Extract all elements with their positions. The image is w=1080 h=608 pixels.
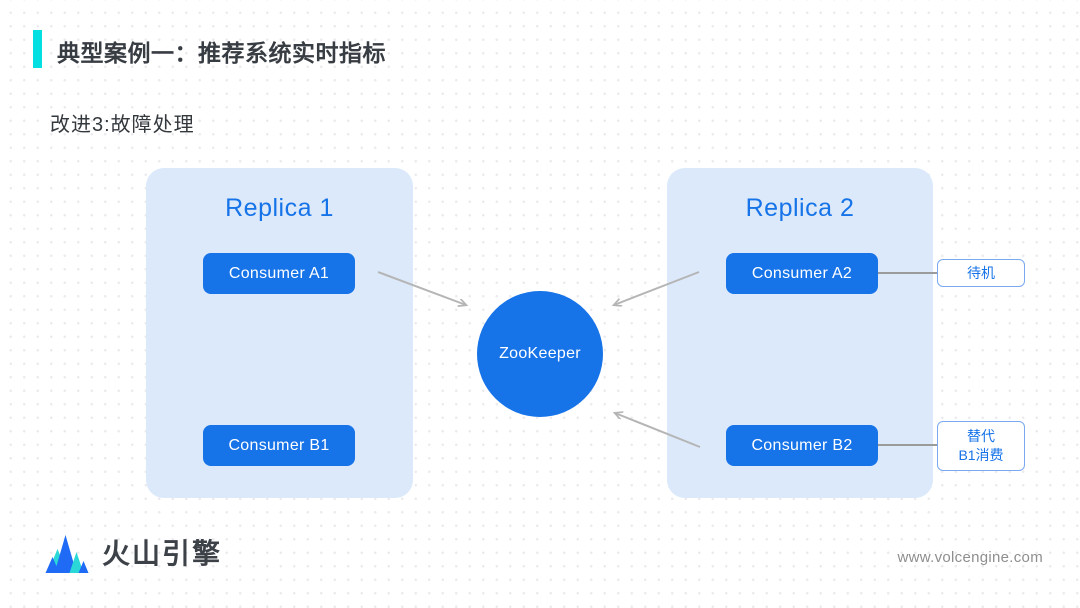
volcengine-mountain-icon — [45, 535, 89, 573]
node-zookeeper: ZooKeeper — [477, 291, 603, 417]
node-consumer-a2: Consumer A2 — [726, 253, 878, 294]
annotation-standby: 待机 — [937, 259, 1025, 287]
page-subtitle: 改进3:故障处理 — [50, 114, 195, 136]
replica2-title: Replica 2 — [745, 194, 855, 222]
replica1-title: Replica 1 — [225, 194, 334, 222]
brand-name: 火山引擎 — [102, 538, 223, 569]
node-consumer-a1: Consumer A1 — [203, 253, 355, 294]
node-consumer-b1: Consumer B1 — [203, 425, 355, 466]
node-consumer-b2: Consumer B2 — [726, 425, 878, 466]
annotation-replace-line2: B1消费 — [958, 447, 1004, 463]
title-accent-bar — [33, 30, 42, 68]
brand-logo: 火山引擎 — [45, 533, 222, 573]
annotation-replace-b1: 替代 B1消费 — [937, 421, 1025, 471]
annotation-standby-label: 待机 — [967, 264, 995, 281]
page-title: 典型案例一：推荐系统实时指标 — [57, 40, 386, 66]
website-url: www.volcengine.com — [897, 549, 1043, 566]
annotation-replace-line1: 替代 — [967, 428, 995, 444]
